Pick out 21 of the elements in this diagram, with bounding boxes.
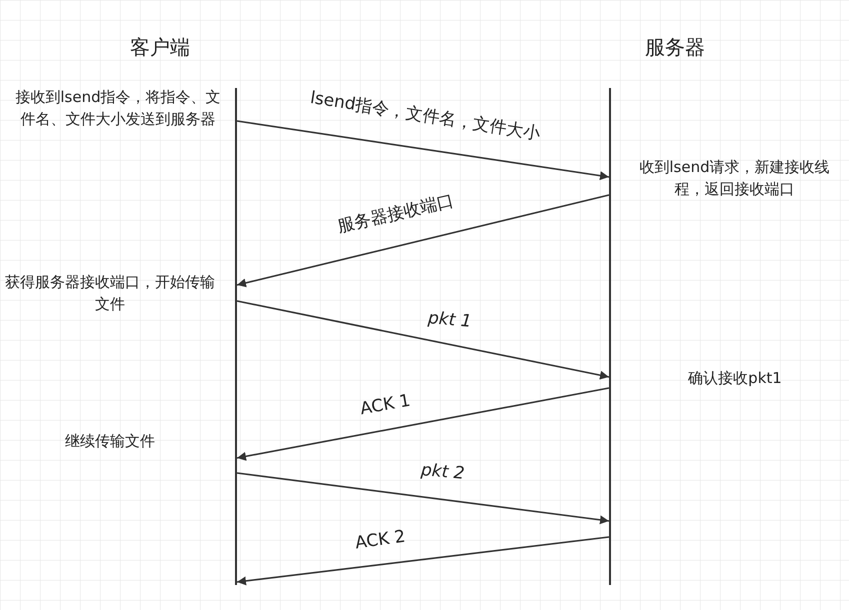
arrow	[236, 472, 610, 524]
note-text: 收到lsend请求，新建接收线程，返回接收端口	[638, 157, 831, 200]
note-text: 接收到lsend指令，将指令、文件名、文件大小发送到服务器	[14, 87, 222, 130]
arrow	[236, 387, 610, 461]
note-text: 确认接收pkt1	[687, 368, 783, 389]
edge-label: lsend指令，文件名，文件大小	[308, 86, 542, 145]
note-text: 继续传输文件	[64, 431, 156, 452]
lifeline-heading: 服务器	[645, 34, 705, 61]
lifeline	[235, 88, 237, 585]
edge-label: ACK 1	[358, 390, 412, 420]
arrow	[236, 300, 610, 380]
edge-label: 服务器接收端口	[334, 189, 456, 238]
edge-label: pkt 2	[420, 460, 466, 484]
lifeline	[609, 88, 611, 585]
lifeline-heading: 客户端	[130, 34, 190, 61]
edge-label: pkt 1	[427, 308, 472, 332]
arrow	[236, 194, 610, 288]
arrow	[236, 120, 610, 180]
arrow	[236, 536, 610, 586]
note-text: 获得服务器接收端口，开始传输文件	[4, 272, 216, 315]
edge-label: ACK 2	[353, 526, 406, 554]
